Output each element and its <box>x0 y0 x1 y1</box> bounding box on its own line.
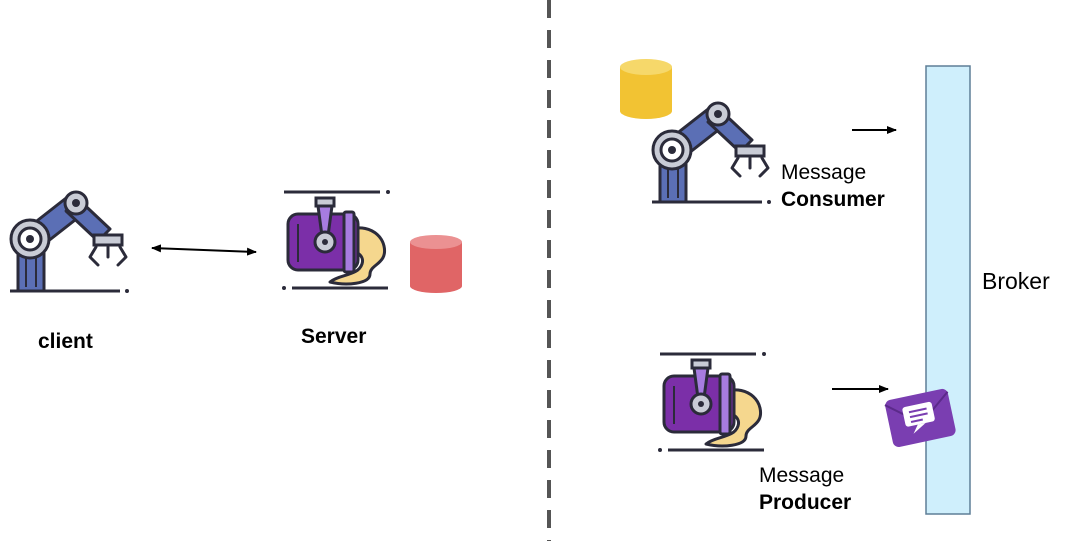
consumer-database-icon <box>620 59 672 119</box>
server-machine-icon <box>280 188 392 292</box>
producer-machine-icon <box>656 350 768 454</box>
client-server-arrow <box>151 244 257 256</box>
consumer-label: Consumer <box>781 188 885 211</box>
consumer-robot-icon <box>650 101 773 206</box>
server-label: Server <box>301 325 367 348</box>
broker-queue <box>925 65 971 515</box>
message-envelope-icon <box>884 388 956 447</box>
server-database-icon <box>410 235 462 293</box>
producer-prefix-label: Message <box>759 464 845 487</box>
client-label: client <box>38 330 93 353</box>
producer-label: Producer <box>759 491 852 514</box>
broker-label: Broker <box>982 268 1050 294</box>
client-robot-icon <box>8 190 131 295</box>
consumer-prefix-label: Message <box>781 161 867 184</box>
